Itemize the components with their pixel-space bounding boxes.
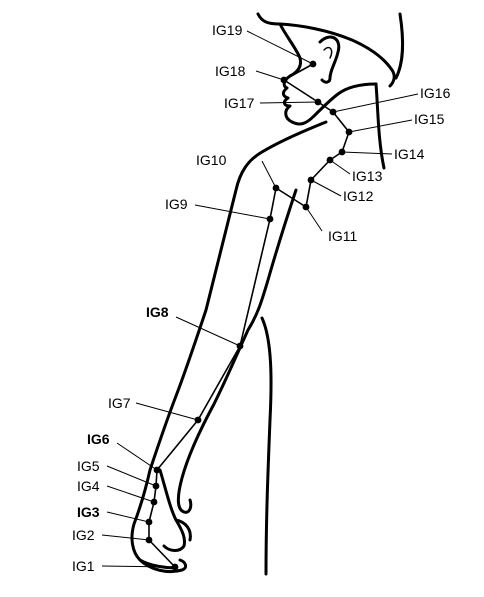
shoulder-contour <box>130 120 328 570</box>
point-ig6 <box>153 466 161 474</box>
neck-front <box>374 82 386 170</box>
label-ig15: IG15 <box>414 111 445 127</box>
point-ig15 <box>345 128 353 136</box>
body-outline <box>130 12 405 576</box>
point-ig10 <box>272 184 280 192</box>
ear <box>318 35 341 84</box>
leader-ig18 <box>255 70 285 81</box>
face-profile <box>278 22 316 126</box>
leader-lines <box>101 30 419 568</box>
point-ig18 <box>280 76 288 84</box>
ear-inner <box>323 46 333 59</box>
label-ig10: IG10 <box>196 152 227 168</box>
leader-ig6 <box>116 442 158 471</box>
label-ig14: IG14 <box>394 146 425 162</box>
label-ig1: IG1 <box>72 558 95 574</box>
label-ig7: IG7 <box>108 395 131 411</box>
point-ig19 <box>309 60 317 68</box>
leader-ig1 <box>101 565 176 568</box>
point-ig8 <box>236 342 244 350</box>
jaw <box>312 82 378 118</box>
label-ig17: IG17 <box>224 95 255 111</box>
point-ig11 <box>302 203 310 211</box>
point-ig4 <box>150 498 158 506</box>
point-labels: IG1 IG2 IG3 IG4 IG5 IG6 IG7 IG8 IG9 IG10… <box>72 22 451 574</box>
leader-ig7 <box>135 402 199 421</box>
leader-ig8 <box>175 316 241 347</box>
label-ig12: IG12 <box>343 188 374 204</box>
point-ig14 <box>338 148 346 156</box>
label-ig9: IG9 <box>165 196 188 212</box>
leader-ig9 <box>194 204 271 220</box>
acupoints <box>145 60 353 571</box>
head-back-outline <box>256 12 396 88</box>
leader-ig4 <box>106 485 155 503</box>
leader-ig16 <box>332 93 419 113</box>
label-ig5: IG5 <box>77 458 100 474</box>
leader-ig3 <box>106 511 150 523</box>
under-arm-contour <box>176 188 298 514</box>
leader-ig2 <box>101 534 150 541</box>
leader-ig14 <box>341 151 393 155</box>
label-ig19: IG19 <box>212 22 243 38</box>
label-ig2: IG2 <box>72 527 95 543</box>
point-ig12 <box>307 176 315 184</box>
hand-outline <box>158 468 186 552</box>
label-ig8: IG8 <box>146 304 169 320</box>
label-ig11: IG11 <box>328 228 358 244</box>
point-ig16 <box>329 108 337 116</box>
point-ig5 <box>152 482 160 490</box>
label-ig6: IG6 <box>87 431 110 447</box>
leader-ig13 <box>329 159 351 175</box>
label-ig13: IG13 <box>352 168 383 184</box>
leader-ig11 <box>305 206 323 232</box>
point-ig17 <box>314 98 322 106</box>
neck-back <box>394 12 405 80</box>
label-ig3: IG3 <box>77 504 100 520</box>
label-ig16: IG16 <box>420 85 451 101</box>
point-ig3 <box>145 518 153 526</box>
label-ig4: IG4 <box>77 478 100 494</box>
leader-ig15 <box>348 119 413 133</box>
leader-ig5 <box>106 465 157 487</box>
leader-ig10 <box>261 160 277 189</box>
leader-ig17 <box>259 101 319 104</box>
thumb <box>174 518 192 542</box>
torso-side <box>260 316 273 576</box>
point-ig13 <box>326 156 334 164</box>
point-ig2 <box>145 536 153 544</box>
point-ig1 <box>171 563 179 571</box>
leader-ig19 <box>246 30 314 65</box>
leader-ig12 <box>310 179 342 197</box>
point-ig7 <box>194 416 202 424</box>
label-ig18: IG18 <box>215 63 246 79</box>
point-ig9 <box>266 215 274 223</box>
